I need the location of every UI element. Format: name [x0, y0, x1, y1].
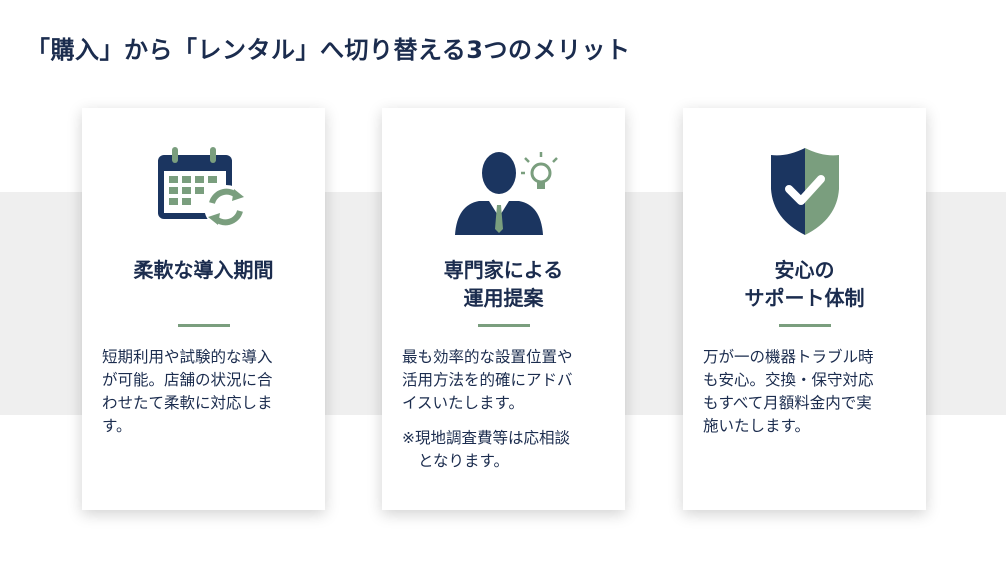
divider	[478, 324, 530, 327]
card-description: 万が一の機器トラブル時 も安心。交換・保守対応 もすべて月額料金内で実 施いたし…	[703, 346, 912, 438]
title-line: 専門家による	[443, 258, 564, 282]
merit-card-expert-proposal: 専門家による 運用提案 最も効率的な設置位置や 活用方法を的確にアドバ イスいた…	[382, 108, 625, 510]
body-line: イスいたします。	[402, 394, 524, 412]
card-description: 最も効率的な設置位置や 活用方法を的確にアドバ イスいたします。 ※現地調査費等…	[402, 346, 611, 473]
title-line: 安心の	[774, 258, 835, 282]
divider	[779, 324, 831, 327]
note-line: ※現地調査費等は応相談	[402, 429, 570, 447]
shield-check-icon	[683, 143, 926, 238]
page-title: 「購入」から「レンタル」へ切り替える3つのメリット	[26, 36, 631, 64]
merit-card-flexible-period: 柔軟な導入期間 短期利用や試験的な導入 が可能。店舗の状況に合 わせたて柔軟に対…	[82, 108, 325, 510]
calendar-refresh-icon	[82, 143, 325, 238]
card-description: 短期利用や試験的な導入 が可能。店舗の状況に合 わせたて柔軟に対応しま す。	[102, 346, 311, 438]
title-line: 運用提案	[463, 286, 544, 310]
consultant-lightbulb-icon	[382, 143, 625, 238]
body-line: もすべて月額料金内で実	[703, 394, 872, 412]
body-line: 施いたします。	[703, 417, 810, 435]
body-line: 短期利用や試験的な導入	[102, 348, 273, 366]
body-line: が可能。店舗の状況に合	[102, 371, 273, 389]
body-line: も安心。交換・保守対応	[703, 371, 874, 389]
card-title: 安心の サポート体制	[683, 256, 926, 312]
title-line: サポート体制	[744, 286, 865, 310]
divider	[178, 324, 230, 327]
note-line: となります。	[418, 452, 509, 470]
title-line: 柔軟な導入期間	[133, 258, 274, 282]
body-line: す。	[102, 417, 132, 435]
card-title: 柔軟な導入期間	[82, 256, 325, 284]
body-line: 活用方法を的確にアドバ	[402, 371, 573, 389]
body-line: 万が一の機器トラブル時	[703, 348, 874, 366]
body-line: わせたて柔軟に対応しま	[102, 394, 273, 412]
card-title: 専門家による 運用提案	[382, 256, 625, 312]
body-line: 最も効率的な設置位置や	[402, 348, 573, 366]
merit-card-support: 安心の サポート体制 万が一の機器トラブル時 も安心。交換・保守対応 もすべて月…	[683, 108, 926, 510]
